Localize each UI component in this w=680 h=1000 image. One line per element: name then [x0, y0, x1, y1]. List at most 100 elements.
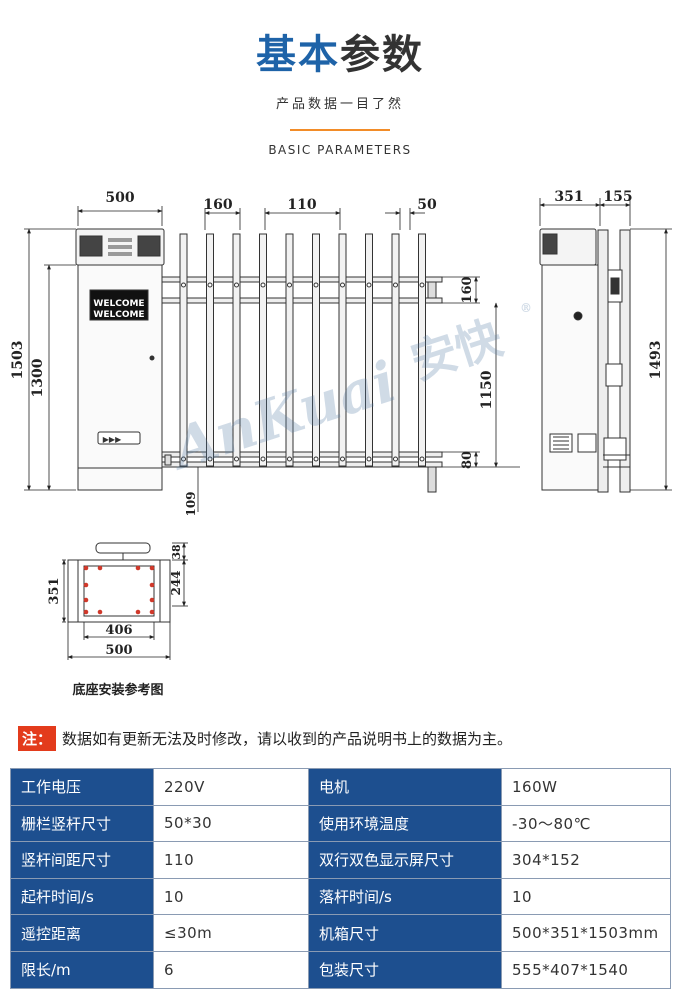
side-dim-offset: 155: [603, 189, 632, 205]
picket-bolt: [366, 456, 372, 462]
param-value: 10: [501, 877, 671, 916]
note: 注： 数据如有更新无法及时修改，请以收到的产品说明书上的数据为主。: [18, 724, 512, 752]
param-value: 500*351*1503mm: [501, 914, 671, 952]
param-value: 10: [153, 877, 309, 916]
params-table: 工作电压 220V 电机 160W 栅栏竖杆尺寸 50*30 使用环境温度 -3…: [10, 768, 671, 989]
side-view-dimensions: [539, 198, 672, 491]
table-row: 起杆时间/s 10 落杆时间/s 10: [10, 877, 671, 916]
fence-picket: [338, 233, 347, 467]
param-value: 6: [153, 950, 309, 989]
param-value: 220V: [153, 768, 309, 806]
fence-picket: [179, 233, 188, 467]
side-view-dimension-labels: 351 155 1493: [554, 189, 664, 379]
base-bolt: [149, 597, 155, 603]
table-row: 竖杆间距尺寸 110 双行双色显示屏尺寸 304*152: [10, 841, 671, 879]
picket-bolt: [234, 456, 239, 462]
base-bolt: [83, 609, 89, 615]
param-label: 限长/m: [10, 950, 154, 989]
base-bolt: [83, 565, 89, 571]
technical-drawing: WELCOME WELCOME ▶▶▶: [10, 189, 672, 698]
picket-bolt: [207, 456, 213, 462]
base-bolt: [83, 582, 89, 588]
table-row: 遥控距离 ≤30m 机箱尺寸 500*351*1503mm: [10, 914, 671, 952]
dim-top-rail: 160: [460, 276, 475, 303]
base-bolt: [83, 597, 89, 603]
table-row: 限长/m 6 包装尺寸 555*407*1540: [10, 950, 671, 989]
param-label: 包装尺寸: [308, 950, 502, 989]
picket-bolt: [287, 456, 292, 462]
param-label: 竖杆间距尺寸: [10, 841, 154, 879]
base-bolt: [97, 565, 103, 571]
header: 基本参数 产品数据一目了然 BASIC PARAMETERS: [0, 0, 680, 170]
picket-bolt: [393, 282, 398, 288]
base-bolt: [149, 565, 155, 571]
table-row: 栅栏竖杆尺寸 50*30 使用环境温度 -30～80℃: [10, 804, 671, 843]
fence-picket: [391, 233, 400, 467]
front-view-dimensions: [24, 206, 520, 512]
param-value: 555*407*1540: [501, 950, 671, 989]
dim-bottom-rail: 80: [460, 451, 475, 469]
param-label: 机箱尺寸: [308, 914, 502, 952]
picket-bolt: [419, 282, 425, 288]
base-view-dimensions: [62, 542, 188, 660]
fence-pickets: [179, 233, 426, 467]
base-bolt: [149, 609, 155, 615]
registered-mark: ®: [520, 301, 532, 315]
dim-cabinet-height: 1300: [30, 358, 46, 397]
dim-bar-spacing: 110: [287, 197, 316, 213]
fence-picket: [285, 233, 294, 467]
param-value: -30～80℃: [501, 804, 671, 843]
param-label: 遥控距离: [10, 914, 154, 952]
base-dim-inner-depth: 244: [169, 570, 183, 595]
param-value: 50*30: [153, 804, 309, 843]
base-bolt: [135, 609, 141, 615]
side-view: [539, 228, 631, 493]
display-line2: WELCOME: [93, 310, 144, 320]
picket-bolt: [207, 282, 213, 288]
display-line1: WELCOME: [93, 299, 144, 309]
english-title: BASIC PARAMETERS: [268, 143, 412, 157]
picket-bolt: [340, 456, 345, 462]
base-dim-outer-width: 500: [105, 643, 132, 658]
picket-bolt: [260, 282, 266, 288]
front-view-labels: WELCOME WELCOME ▶▶▶: [93, 299, 144, 444]
fence-picket: [418, 233, 426, 467]
picket-bolt: [181, 282, 186, 288]
picket-bolt: [393, 456, 398, 462]
base-bolt: [135, 565, 141, 571]
picket-bolt: [419, 456, 425, 462]
title-part2: 参数: [340, 32, 424, 78]
indicator-arrows: ▶▶▶: [103, 435, 122, 444]
base-caption: 底座安装参考图: [72, 682, 163, 698]
param-label: 工作电压: [10, 768, 154, 806]
param-label: 使用环境温度: [308, 804, 502, 843]
fence-picket: [312, 233, 320, 467]
picket-bolt: [313, 456, 319, 462]
page-title: 基本参数: [0, 22, 680, 80]
picket-bolt: [313, 282, 319, 288]
title-part1: 基本: [256, 32, 340, 78]
param-value: 160W: [501, 768, 671, 806]
base-dim-top: 38: [170, 544, 183, 560]
fence-picket: [259, 233, 267, 467]
side-dim-depth: 351: [554, 189, 583, 205]
picket-bolt: [366, 282, 372, 288]
divider-line: [290, 129, 390, 131]
page-subtitle: 产品数据一目了然: [275, 97, 404, 112]
front-view: [75, 228, 443, 493]
side-dim-height: 1493: [648, 341, 664, 380]
dim-bar-width: 50: [417, 197, 437, 213]
base-dim-depth: 351: [47, 577, 62, 604]
base-bolts: [83, 565, 155, 615]
table-row: 工作电压 220V 电机 160W: [10, 768, 671, 806]
fence-picket: [232, 233, 241, 467]
front-view-dimension-labels: 500 160 110 50 1503 1300 109 160 1150 80: [10, 190, 495, 517]
dim-cabinet-width: 500: [105, 190, 134, 206]
dim-bottom: 109: [184, 491, 198, 516]
picket-bolt: [287, 282, 292, 288]
fence-picket: [365, 233, 373, 467]
picket-bolt: [340, 282, 345, 288]
dim-total-height: 1503: [10, 341, 26, 380]
picket-bolt: [234, 282, 239, 288]
picket-bolt: [260, 456, 266, 462]
